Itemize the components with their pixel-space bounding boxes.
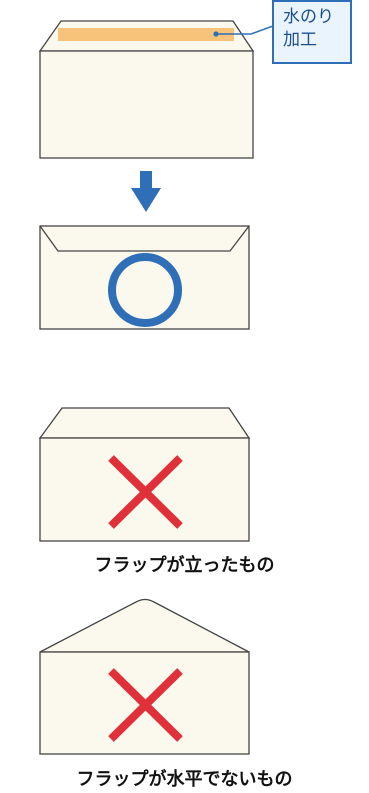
envelope-flap-not-horizontal-ng <box>39 598 250 755</box>
envelope-open-flap <box>38 20 274 159</box>
cross-ng-icon <box>108 455 183 529</box>
cross-ng-icon <box>108 668 183 742</box>
glue-callout: 水のり 加工 <box>272 0 352 64</box>
envelope-folded-ok <box>39 225 250 330</box>
caption-flap-not-horizontal: フラップが水平でないもの <box>76 769 293 790</box>
envelope-body <box>39 225 250 330</box>
glue-label-line1: 水のり <box>283 7 334 27</box>
envelope-flap <box>39 598 250 653</box>
leader-line <box>216 25 274 35</box>
envelope-flap-upright-ng <box>38 407 251 542</box>
glue-strip <box>58 28 234 41</box>
envelope-flap <box>38 407 251 439</box>
circle-ok-icon <box>108 253 182 327</box>
caption-flap-upright: フラップが立ったもの <box>94 555 275 576</box>
arrow-down-icon <box>131 171 161 212</box>
envelope-body <box>39 50 254 159</box>
glue-label-line2: 加工 <box>283 30 317 50</box>
envelope-flap-edge <box>39 225 250 252</box>
